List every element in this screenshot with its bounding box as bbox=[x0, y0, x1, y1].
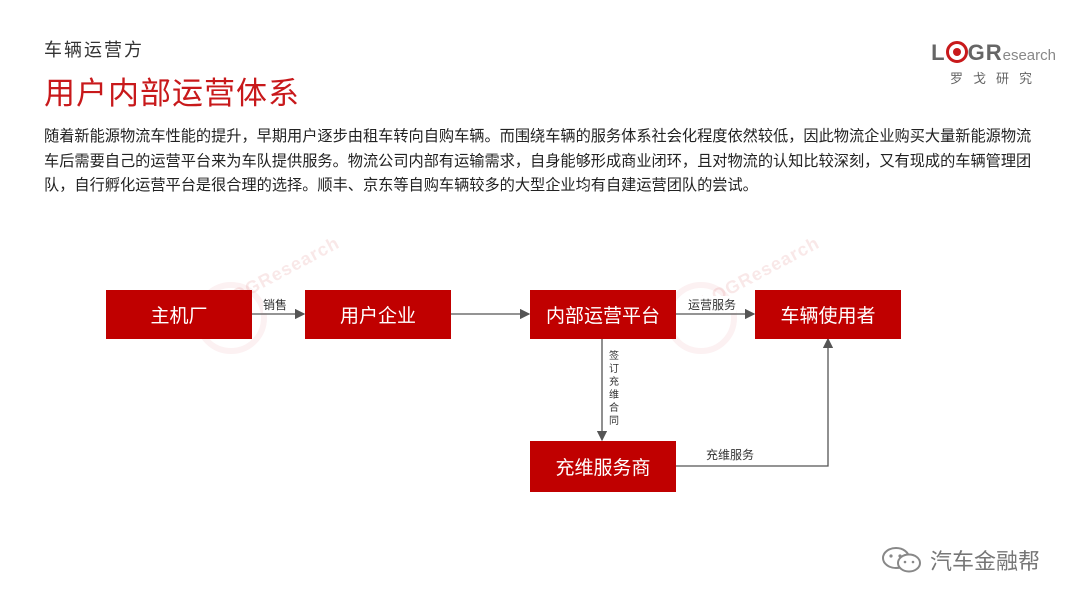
node-internal-platform: 内部运营平台 bbox=[530, 290, 676, 339]
arrow-provider-to-vehicle-user bbox=[676, 337, 834, 467]
logo-suffix: esearch bbox=[1002, 47, 1056, 64]
logo-letter-g: G bbox=[967, 40, 986, 65]
logo-letter-l: L bbox=[931, 40, 946, 65]
logo-letter-r: R bbox=[985, 40, 1003, 65]
node-vehicle-user: 车辆使用者 bbox=[755, 290, 901, 339]
node-user-enterprise: 用户企业 bbox=[305, 290, 451, 339]
target-icon bbox=[945, 41, 968, 63]
node-service-provider: 充维服务商 bbox=[530, 441, 676, 492]
footer-brand: 汽车金融帮 bbox=[880, 544, 1040, 576]
wechat-icon bbox=[881, 547, 921, 573]
node-oem: 主机厂 bbox=[106, 290, 252, 339]
edge-label-sign-contract: 签订充维合同 bbox=[609, 351, 619, 427]
edge-label-sales: 销售 bbox=[263, 296, 288, 313]
edge-label-charging-service: 充维服务 bbox=[706, 446, 755, 463]
page-title: 用户内部运营体系 bbox=[44, 76, 300, 112]
footer-brand-text: 汽车金融帮 bbox=[929, 550, 1040, 575]
edge-label-ops-service: 运营服务 bbox=[688, 296, 737, 313]
logo-cn-name: 罗戈研究 bbox=[949, 72, 1042, 87]
section-label: 车辆运营方 bbox=[44, 40, 144, 61]
intro-paragraph: 随着新能源物流车性能的提升，早期用户逐步由租车转向自购车辆。而围绕车辆的服务体系… bbox=[44, 127, 1032, 194]
